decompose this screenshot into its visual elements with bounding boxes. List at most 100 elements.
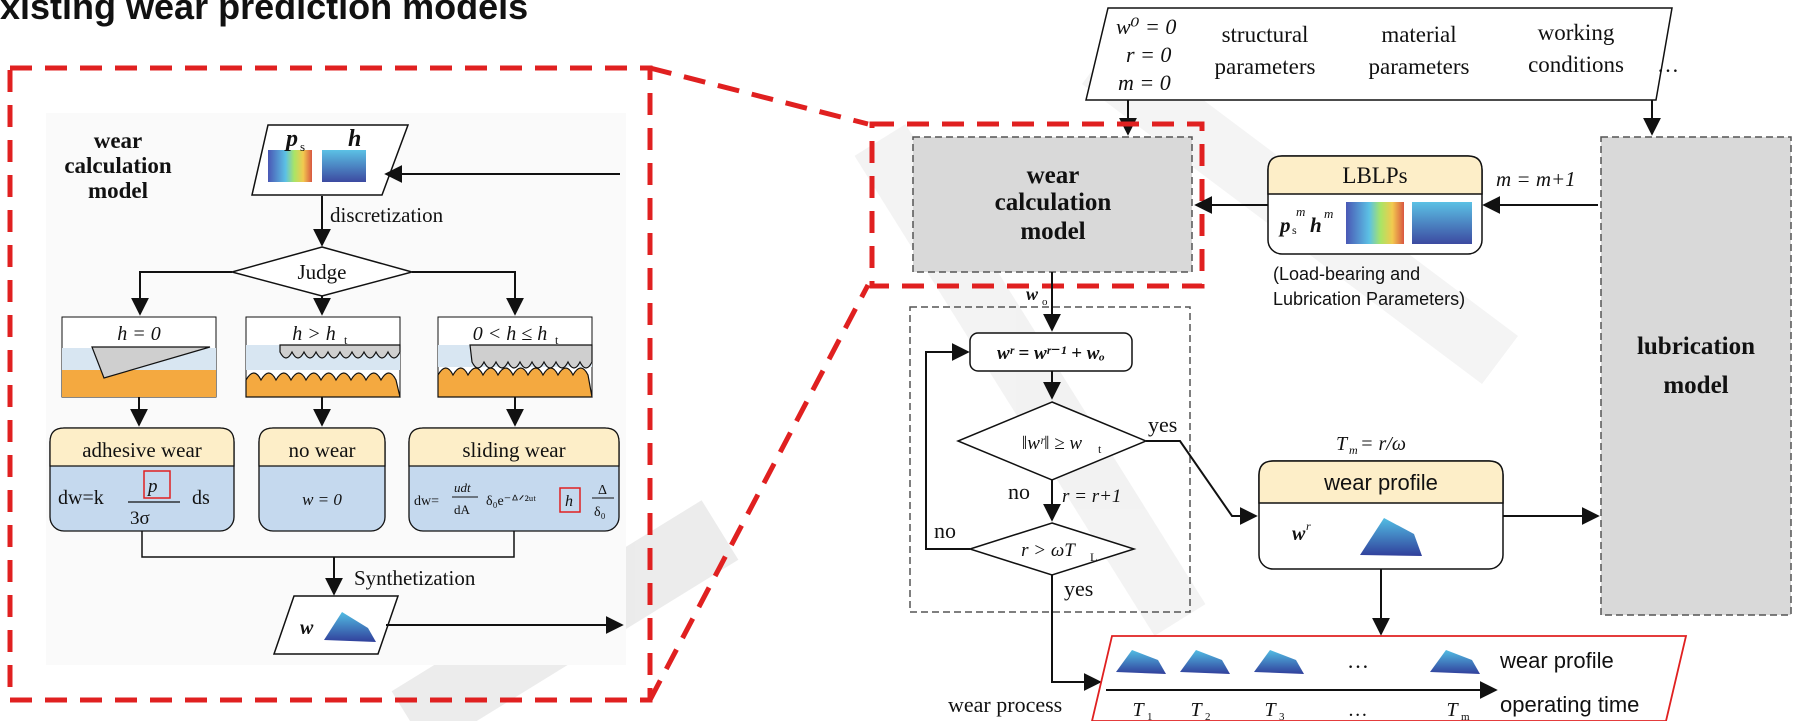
flow-diagram: w⁰ = 0 r = 0 m = 0 structural parameters… <box>869 7 1792 721</box>
svg-text:s: s <box>1292 223 1297 237</box>
t-label-2: T <box>1264 699 1277 721</box>
svg-text:…: … <box>1657 52 1679 77</box>
svg-text:w: w <box>1292 523 1306 545</box>
svg-text:dw=: dw= <box>414 494 439 509</box>
svg-text:p: p <box>284 126 298 152</box>
svg-text:h > h: h > h <box>292 323 336 345</box>
inset-model-label-1: wear <box>94 128 143 153</box>
svg-text:h: h <box>1310 213 1322 237</box>
svg-text:m: m <box>1296 204 1305 219</box>
svg-text:udt: udt <box>454 480 471 495</box>
t-label-0: T <box>1132 699 1145 721</box>
svg-text:material: material <box>1381 22 1456 47</box>
svg-text:t: t <box>1098 442 1102 456</box>
svg-text:t: t <box>555 333 559 347</box>
svg-text:p: p <box>146 476 158 497</box>
svg-text:h: h <box>348 126 361 152</box>
svg-text:w⁰ = 0: w⁰ = 0 <box>1116 14 1176 39</box>
inset-discretization: discretization <box>330 203 444 227</box>
page-title: xisting wear prediction models <box>0 0 529 27</box>
svg-text:dw=k: dw=k <box>58 487 104 509</box>
svg-text:L: L <box>1090 550 1097 564</box>
svg-text:ds: ds <box>192 487 210 509</box>
svg-text:δ₀e⁻ᐞᐟ²ᵘᵗ: δ₀e⁻ᐞᐟ²ᵘᵗ <box>486 494 536 509</box>
inset-output-w: w <box>272 595 400 655</box>
yes-label: yes <box>1148 412 1177 437</box>
svg-text:working: working <box>1538 20 1615 45</box>
inset-input-ps-h: p s h <box>251 124 410 196</box>
svg-text:structural: structural <box>1222 22 1309 47</box>
norm-condition: ‖wʳ‖ ≥ w <box>1022 433 1082 454</box>
svg-text:r: r <box>1306 519 1311 533</box>
update-eq: wʳ = wʳ⁻¹ + wₒ <box>997 343 1105 364</box>
inset-cond-2-panel: h > h t <box>245 316 401 398</box>
svg-text:= r/ω: = r/ω <box>1360 433 1406 455</box>
svg-text:p: p <box>1278 213 1291 237</box>
t-label-3: … <box>1349 699 1367 721</box>
inset-synthetization: Synthetization <box>354 566 476 590</box>
svg-text:Δ: Δ <box>598 483 607 498</box>
inset-sliding-wear-box: sliding wear dw= udt dA δ₀e⁻ᐞᐟ²ᵘᵗ h Δ δ₀ <box>408 427 620 532</box>
svg-text:wear profile: wear profile <box>1323 470 1438 495</box>
yes-label-2: yes <box>1064 576 1093 601</box>
t-sub-0: 1 <box>1147 711 1153 721</box>
svg-text:r = 0: r = 0 <box>1126 42 1171 67</box>
t-sub-4: m <box>1461 711 1470 721</box>
svg-text:sliding wear: sliding wear <box>462 438 565 462</box>
no-label-2: no <box>934 518 956 543</box>
svg-text:0 < h ≤ h: 0 < h ≤ h <box>473 323 547 345</box>
wcm-label-3: model <box>1020 218 1085 245</box>
wcm-label-1: wear <box>1027 162 1080 189</box>
inset-cond-1-panel: h = 0 <box>61 316 217 398</box>
init-params-parallelogram: w⁰ = 0 r = 0 m = 0 structural parameters… <box>1085 7 1679 101</box>
svg-text:dA: dA <box>454 502 471 517</box>
inset-adhesive-wear-box: adhesive wear dw=k p 3σ ds <box>49 427 235 532</box>
inset-cond-3-panel: 0 < h ≤ h t <box>437 316 593 398</box>
r-update: r = r+1 <box>1062 486 1121 507</box>
svg-text:h = 0: h = 0 <box>117 323 161 345</box>
svg-text:δ₀: δ₀ <box>594 505 606 520</box>
svg-text:w: w <box>300 617 314 639</box>
lblps-box: LBLPs p s m h m <box>1267 155 1483 255</box>
svg-text:…: … <box>1347 648 1369 673</box>
svg-text:operating time: operating time <box>1500 692 1639 717</box>
inset-no-wear-box: no wear w = 0 <box>258 427 386 532</box>
svg-text:adhesive wear: adhesive wear <box>82 438 202 462</box>
svg-text:o: o <box>1042 296 1048 308</box>
lblps-note-2: Lubrication Parameters) <box>1273 289 1465 309</box>
svg-text:wear profile: wear profile <box>1499 648 1614 673</box>
svg-text:h: h <box>565 493 573 510</box>
no-label: no <box>1008 479 1030 504</box>
inset-panel: wear calculation model p s h discretizat… <box>7 65 871 703</box>
svg-text:m: m <box>1324 206 1333 221</box>
t-label-4: T <box>1446 699 1459 721</box>
lblps-note-1: (Load-bearing and <box>1273 264 1420 284</box>
inset-model-label-2: calculation <box>64 153 172 178</box>
w-o-label: w <box>1026 284 1039 304</box>
wear-profile-box: wear profile w r <box>1258 460 1504 570</box>
svg-text:no wear: no wear <box>288 438 355 462</box>
svg-text:LBLPs: LBLPs <box>1342 163 1407 188</box>
t-sub-1: 2 <box>1205 711 1211 721</box>
svg-text:parameters: parameters <box>1215 54 1316 79</box>
svg-text:t: t <box>344 333 348 347</box>
inset-model-label-3: model <box>88 178 148 203</box>
svg-text:3σ: 3σ <box>130 508 150 529</box>
m-update: m = m+1 <box>1496 167 1576 191</box>
inset-judge: Judge <box>298 260 347 284</box>
lub-label-2: model <box>1663 372 1728 399</box>
wear-process-strip: … wear profile operating time <box>1091 635 1688 721</box>
t-label-1: T <box>1190 699 1203 721</box>
iteration-loop-box <box>909 306 1191 613</box>
wear-process-label: wear process <box>948 692 1062 717</box>
svg-text:s: s <box>300 139 305 154</box>
wcm-box <box>912 136 1193 273</box>
svg-text:conditions: conditions <box>1528 52 1624 77</box>
svg-text:m: m <box>1349 443 1358 457</box>
time-condition: r > ωT <box>1021 540 1076 561</box>
tm-equation: T <box>1336 433 1349 455</box>
svg-text:m = 0: m = 0 <box>1118 70 1171 95</box>
